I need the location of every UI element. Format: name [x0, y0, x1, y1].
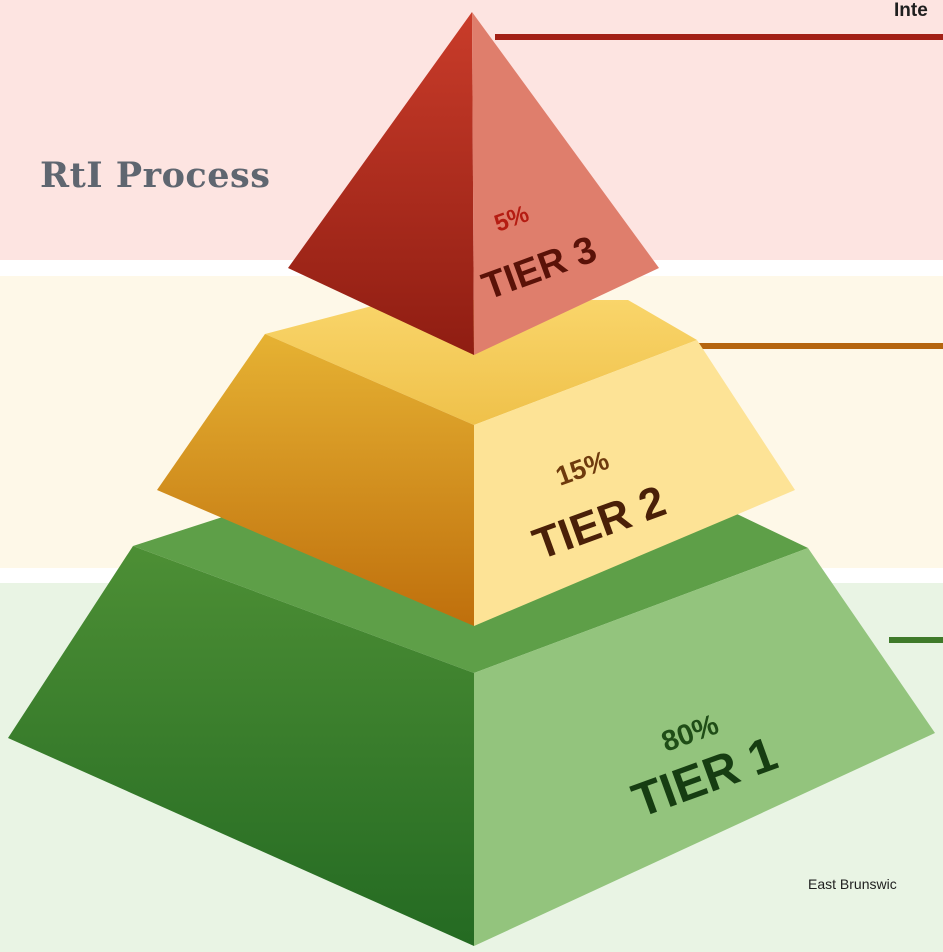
tier3-right-face: [472, 12, 659, 355]
tier2-left-face: [157, 334, 474, 626]
tier2-right-face: [474, 340, 795, 626]
tier2-block: [157, 300, 795, 626]
page-title: RtI Process: [40, 155, 271, 196]
tier2-top-face: [265, 300, 697, 425]
header-text-fragment: Inte: [894, 0, 928, 21]
tier3-block: [288, 12, 659, 355]
tier3-left-face: [288, 12, 474, 355]
footer-credit-fragment: East Brunswic: [808, 876, 897, 892]
tier1-left-face: [8, 546, 474, 946]
tier1-right-face: [474, 548, 935, 946]
